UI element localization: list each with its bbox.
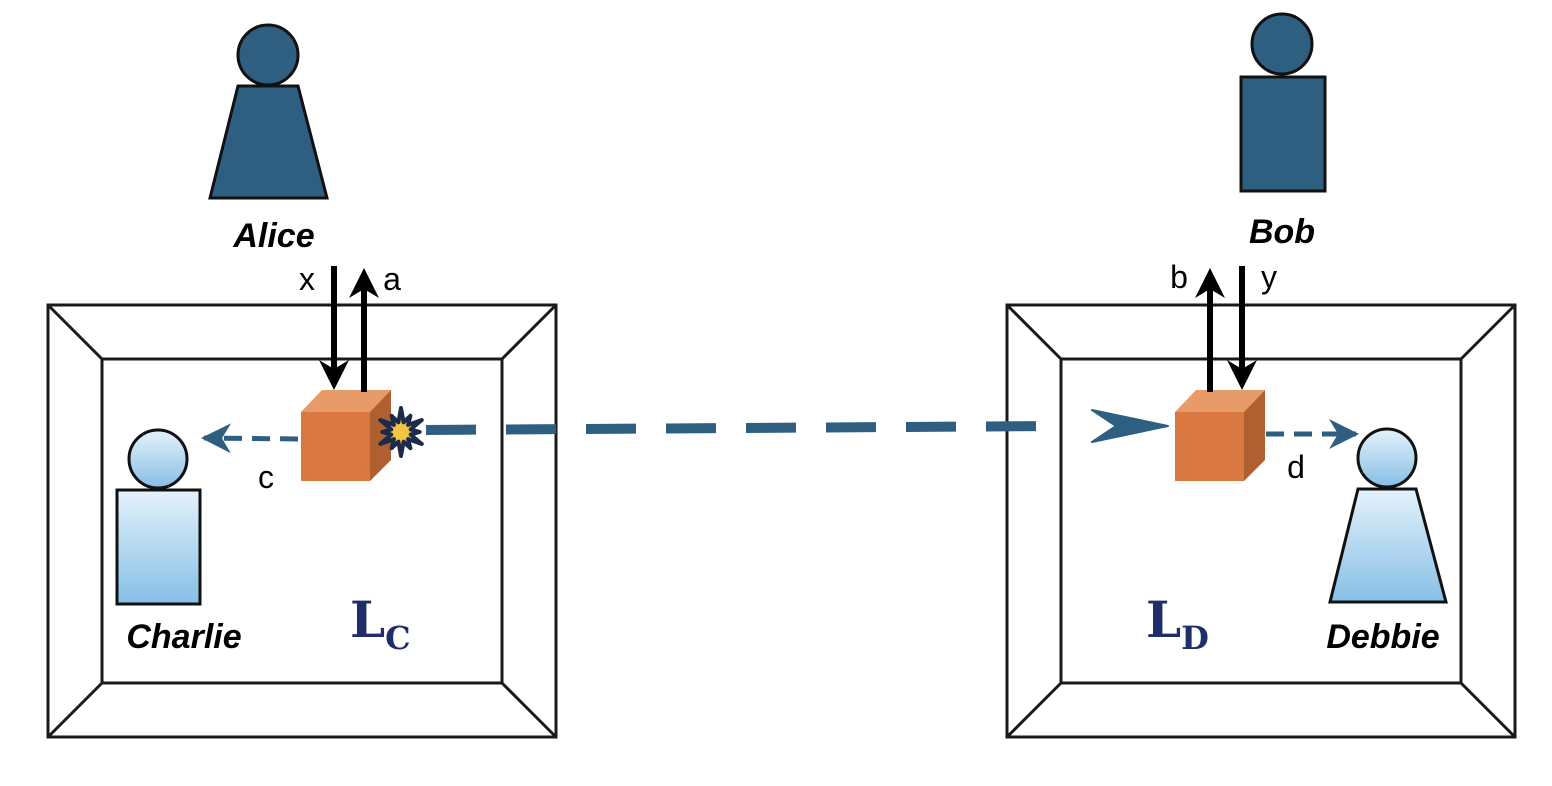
debbie-person-icon — [1328, 427, 1448, 604]
burst-icon — [378, 406, 424, 458]
signal-arrowhead — [1091, 409, 1169, 443]
var-a-label: a — [383, 261, 401, 297]
arrow-to-charlie — [201, 423, 299, 454]
var-x-label: x — [299, 261, 315, 297]
debbie-label: Debbie — [1326, 618, 1439, 656]
measurement-box-right — [1175, 390, 1265, 481]
var-c-label: c — [258, 459, 274, 495]
charlie-label: Charlie — [126, 618, 241, 656]
alice-person-icon — [208, 23, 329, 200]
alice-label: Alice — [232, 217, 314, 255]
bob-label: Bob — [1249, 213, 1315, 251]
measurement-box-left — [301, 390, 391, 481]
charlie-person-icon — [115, 428, 202, 606]
signal-line-long — [425, 421, 1061, 435]
var-b-label: b — [1170, 259, 1188, 295]
lab-left-label: LC — [350, 590, 411, 657]
var-y-label: y — [1261, 259, 1277, 295]
var-d-label: d — [1287, 449, 1305, 485]
bob-person-icon — [1239, 12, 1327, 193]
lab-right-label: LD — [1146, 590, 1209, 657]
lab-right — [1005, 303, 1517, 739]
